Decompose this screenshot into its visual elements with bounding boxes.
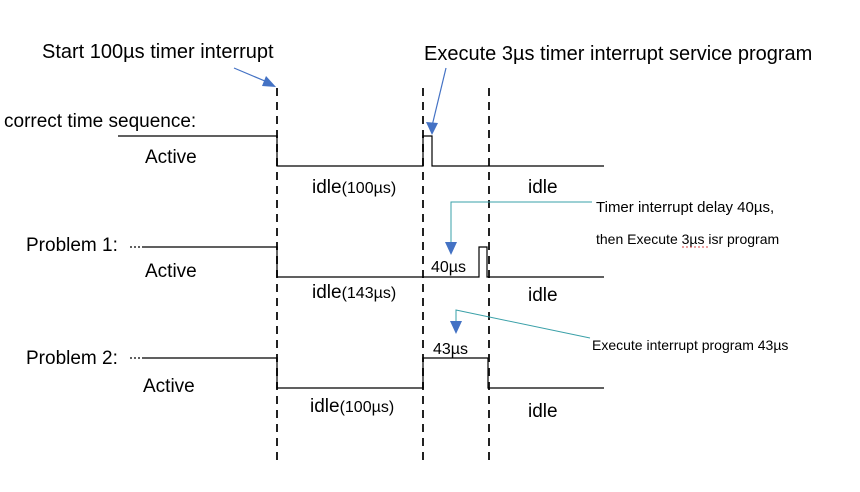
timer-delay-annotation-line2: then Execute 3µs isr program <box>596 231 779 247</box>
row-label-problem2: Problem 2: <box>26 348 118 369</box>
idle-label-correct: idle(100µs) <box>312 177 396 198</box>
execute-isr-arrowhead <box>426 122 438 135</box>
active-label-problem2: Active <box>143 376 195 397</box>
marker-40us: 40µs <box>431 259 466 276</box>
active-label-problem1: Active <box>145 261 197 282</box>
row-label-problem1: Problem 1: <box>26 235 118 256</box>
exec-43-annotation: Execute interrupt program 43µs <box>592 337 788 353</box>
waveform-problem1 <box>142 246 604 278</box>
execute-isr-annotation: Execute 3µs timer interrupt service prog… <box>424 43 812 65</box>
idle-right-label-problem2: idle <box>528 401 558 422</box>
idle-right-label-correct: idle <box>528 177 558 198</box>
row-label-correct: correct time sequence: <box>4 111 196 132</box>
execute-isr-arrow-line <box>431 67 447 127</box>
active-label-correct: Active <box>145 147 197 168</box>
waveform-correct <box>118 135 604 167</box>
idle-label-problem1: idle(143µs) <box>312 282 396 303</box>
start-timer-annotation: Start 100µs timer interrupt <box>42 41 274 63</box>
timer-delay-leader-line <box>450 201 592 244</box>
idle-label-problem2: idle(100µs) <box>310 396 394 417</box>
start-timer-arrowhead <box>262 76 276 87</box>
marker-43us: 43µs <box>433 341 468 358</box>
timer-delay-annotation-line1: Timer interrupt delay 40µs, <box>596 199 774 216</box>
idle-right-label-problem1: idle <box>528 285 558 306</box>
waveform-problem2 <box>142 357 604 389</box>
exec-43-arrowhead <box>450 321 462 334</box>
timer-delay-arrowhead <box>445 242 457 255</box>
exec-43-leader-line <box>455 309 591 339</box>
